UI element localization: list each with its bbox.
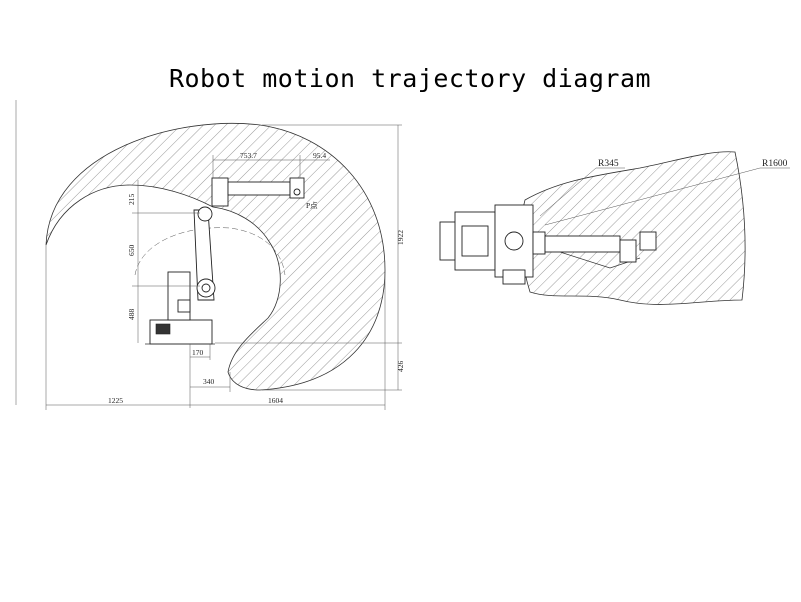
work-envelope-top [520,151,746,305]
shoulder-joint-center [201,283,211,293]
dim-label-215: 215 [127,194,136,206]
top-shoulder-joint [504,231,524,251]
side-view: 753.7 95.4 P点 215 650 488 1922 426 170 3… [15,100,405,410]
dim-label-340: 340 [203,377,215,386]
dim-label-1225: 1225 [108,396,123,405]
top-view: R345 R1600 [439,151,790,305]
dim-label-1604: 1604 [268,396,283,405]
work-envelope-side [45,122,386,391]
top-motor [502,269,526,285]
tool-flange [293,188,301,196]
turret-motor [177,299,191,313]
leader-r1600 [544,167,761,226]
dim-label-488: 488 [127,309,136,321]
base-connector [155,323,171,335]
top-elbow [532,231,546,255]
dim-label-426: 426 [396,361,405,373]
dim-label-650: 650 [127,245,136,257]
wrist [289,177,305,199]
robot-turret [167,271,191,321]
label-r345: R345 [598,159,619,169]
top-wrist [619,239,637,263]
dim-label-170: 170 [192,348,204,357]
dim-label-7537: 753.7 [240,151,257,160]
top-turret-inner [461,225,489,257]
dim-label-1922: 1922 [396,230,405,245]
top-tool [639,231,657,251]
top-forearm [544,235,621,253]
label-r1600: R1600 [762,159,788,169]
leader-r345 [539,167,597,217]
p-point-label: P点 [306,201,318,210]
forearm [227,181,291,196]
upper-arm-housing [211,177,229,207]
dim-label-954: 95.4 [313,151,326,160]
elbow-joint [197,206,213,222]
diagram-title: Robot motion trajectory diagram [168,64,652,93]
